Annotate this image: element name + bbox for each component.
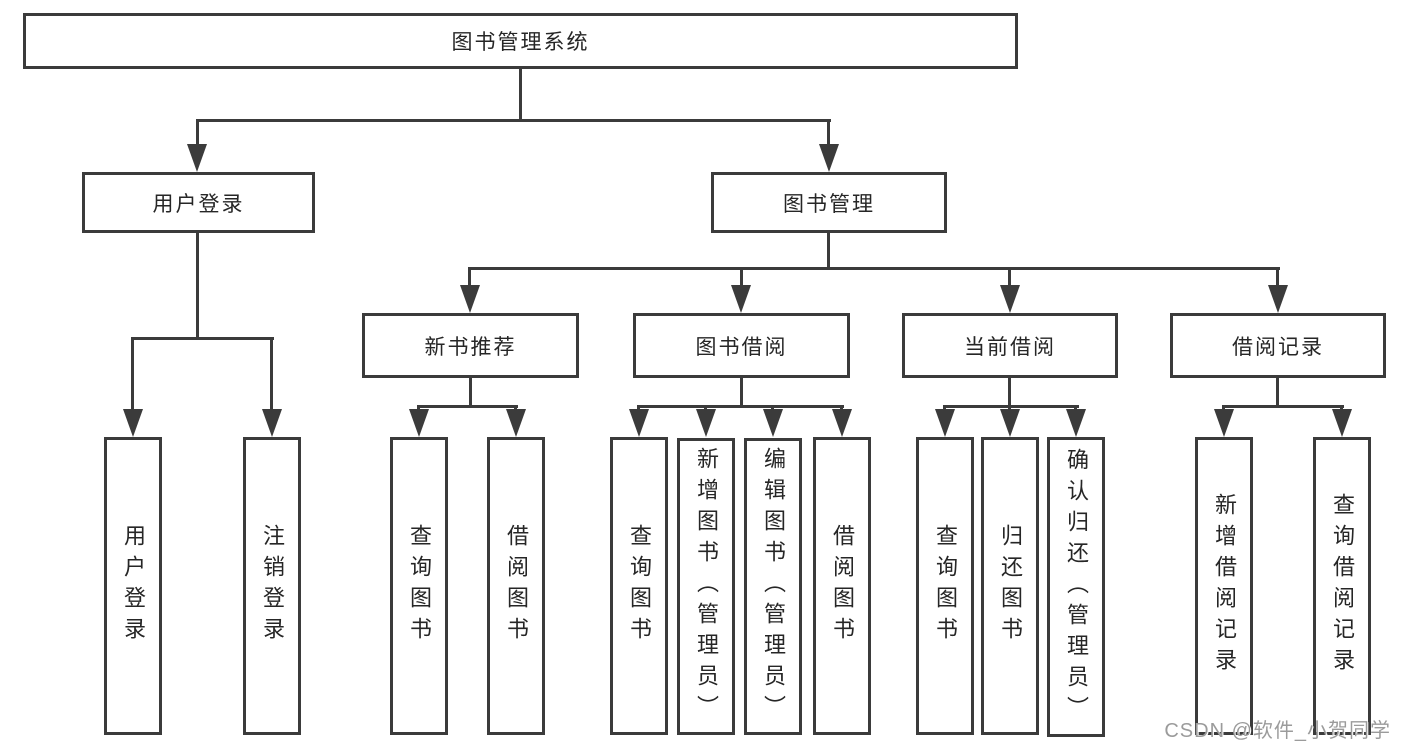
connector-line bbox=[468, 267, 1280, 270]
leaf-label: 注销登录 bbox=[260, 524, 285, 648]
leaf-borrowing-query-books: 查询图书 bbox=[610, 437, 668, 735]
leaf-logout: 注销登录 bbox=[243, 437, 301, 735]
arrow-down-icon bbox=[1332, 409, 1352, 437]
leaf-borrowing-edit-books-admin: 编辑图书（管理员） bbox=[744, 438, 802, 735]
node-user-login: 用户登录 bbox=[82, 172, 315, 233]
leaf-label: 查询图书 bbox=[407, 524, 432, 648]
node-label: 新书推荐 bbox=[424, 335, 517, 359]
connector-line bbox=[1276, 267, 1279, 287]
node-label: 图书借阅 bbox=[695, 335, 788, 359]
leaf-label: 查询图书 bbox=[627, 524, 652, 648]
node-library-management-system: 图书管理系统 bbox=[23, 13, 1018, 69]
connector-line bbox=[519, 69, 522, 119]
leaf-label: 新增图书（管理员） bbox=[694, 447, 719, 726]
leaf-label: 查询图书 bbox=[933, 524, 958, 648]
arrow-down-icon bbox=[506, 409, 526, 437]
node-current-borrowing: 当前借阅 bbox=[902, 313, 1118, 378]
arrow-down-icon bbox=[1268, 285, 1288, 313]
connector-line bbox=[1008, 378, 1011, 405]
connector-line bbox=[196, 119, 199, 147]
node-label: 用户登录 bbox=[152, 192, 245, 216]
arrow-down-icon bbox=[460, 285, 480, 313]
leaf-records-query-record: 查询借阅记录 bbox=[1313, 437, 1371, 735]
node-label: 当前借阅 bbox=[964, 335, 1056, 359]
leaf-current-query-books: 查询图书 bbox=[916, 437, 974, 735]
connector-line bbox=[196, 119, 831, 122]
connector-line bbox=[740, 378, 743, 405]
arrow-down-icon bbox=[409, 409, 429, 437]
connector-line bbox=[740, 267, 743, 287]
connector-line bbox=[1008, 267, 1011, 287]
connector-line bbox=[469, 378, 472, 405]
node-label: 借阅记录 bbox=[1232, 335, 1324, 359]
arrow-down-icon bbox=[763, 409, 783, 437]
leaf-current-confirm-return-admin: 确认归还（管理员） bbox=[1047, 437, 1105, 737]
leaf-current-return-books: 归还图书 bbox=[981, 437, 1039, 735]
node-new-book-recommend: 新书推荐 bbox=[362, 313, 579, 378]
leaf-borrowing-borrow-books: 借阅图书 bbox=[813, 437, 871, 735]
arrow-down-icon bbox=[731, 285, 751, 313]
leaf-recommend-borrow-books: 借阅图书 bbox=[487, 437, 545, 735]
leaf-label: 查询借阅记录 bbox=[1330, 493, 1355, 679]
connector-line bbox=[637, 405, 844, 408]
connector-line bbox=[943, 405, 1079, 408]
node-label: 图书管理 bbox=[783, 192, 875, 216]
leaf-label: 用户登录 bbox=[121, 524, 146, 648]
leaf-label: 借阅图书 bbox=[830, 524, 855, 648]
arrow-down-icon bbox=[262, 409, 282, 437]
leaf-user-login: 用户登录 bbox=[104, 437, 162, 735]
connector-line bbox=[131, 337, 134, 411]
leaf-label: 确认归还（管理员） bbox=[1064, 447, 1089, 727]
leaf-records-add-record: 新增借阅记录 bbox=[1195, 437, 1253, 735]
csdn-watermark: CSDN @软件_小贺同学 bbox=[1164, 720, 1391, 742]
connector-line bbox=[417, 405, 518, 408]
connector-line bbox=[468, 267, 471, 287]
connector-line bbox=[131, 337, 274, 340]
arrow-down-icon bbox=[1000, 285, 1020, 313]
node-borrowing-records: 借阅记录 bbox=[1170, 313, 1386, 378]
leaf-label: 编辑图书（管理员） bbox=[761, 447, 786, 726]
connector-line bbox=[1276, 378, 1279, 405]
node-label: 图书管理系统 bbox=[451, 31, 590, 54]
arrow-down-icon bbox=[819, 144, 839, 172]
arrow-down-icon bbox=[629, 409, 649, 437]
arrow-down-icon bbox=[935, 409, 955, 437]
connector-line bbox=[827, 233, 830, 267]
connector-line bbox=[1222, 405, 1344, 408]
leaf-label: 归还图书 bbox=[998, 524, 1023, 648]
arrow-down-icon bbox=[1066, 409, 1086, 437]
leaf-label: 借阅图书 bbox=[504, 524, 529, 648]
leaf-recommend-query-books: 查询图书 bbox=[390, 437, 448, 735]
leaf-label: 新增借阅记录 bbox=[1212, 493, 1237, 679]
arrow-down-icon bbox=[832, 409, 852, 437]
arrow-down-icon bbox=[1000, 409, 1020, 437]
arrow-down-icon bbox=[123, 409, 143, 437]
arrow-down-icon bbox=[187, 144, 207, 172]
connector-line bbox=[196, 233, 199, 337]
connector-line bbox=[270, 337, 273, 411]
arrow-down-icon bbox=[696, 409, 716, 437]
leaf-borrowing-add-books-admin: 新增图书（管理员） bbox=[677, 438, 735, 735]
node-book-borrowing: 图书借阅 bbox=[633, 313, 850, 378]
connector-line bbox=[827, 119, 830, 147]
node-book-management: 图书管理 bbox=[711, 172, 947, 233]
arrow-down-icon bbox=[1214, 409, 1234, 437]
